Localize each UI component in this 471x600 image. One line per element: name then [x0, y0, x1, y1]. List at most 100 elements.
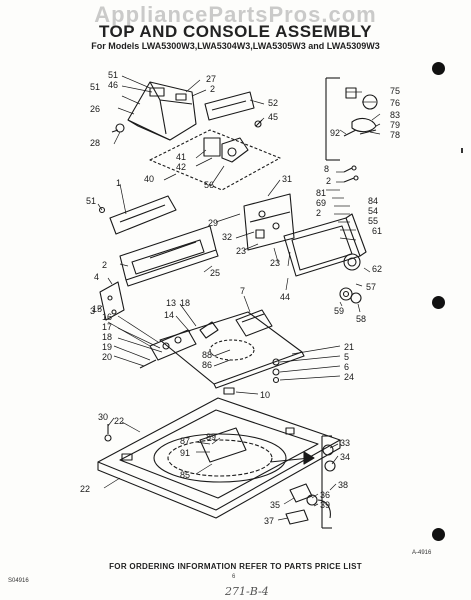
selector-knob-part	[339, 253, 362, 304]
page-number: 6	[232, 574, 236, 580]
callout-36: 36	[320, 490, 330, 500]
callout-13: 13	[166, 298, 176, 308]
callout-46: 46	[108, 80, 118, 90]
callout-14: 14	[164, 310, 174, 320]
callout-10: 10	[260, 390, 270, 400]
diagram-subtitle: For Models LWA5300W3,LWA5304W3,LWA5305W3…	[91, 41, 380, 51]
callout-22-bottom: 22	[80, 484, 90, 494]
screw-part-30	[104, 424, 112, 442]
callout-2-right: 2	[326, 176, 331, 186]
diagram-title: TOP AND CONSOLE ASSEMBLY	[98, 22, 373, 41]
callout-75: 75	[390, 86, 400, 96]
inset-frame	[325, 77, 340, 161]
callout-51-mid: 51	[90, 82, 100, 92]
callout-16: 16	[102, 312, 112, 322]
callout-45: 45	[268, 112, 278, 122]
punch-hole-middle	[432, 296, 445, 309]
callout-51-left: 51	[86, 196, 96, 206]
callout-52: 52	[268, 98, 278, 108]
callout-61: 61	[372, 226, 382, 236]
callout-89: 89	[206, 432, 216, 442]
callout-26: 26	[90, 104, 100, 114]
callout-62: 62	[372, 264, 382, 274]
callout-18-left: 18	[102, 332, 112, 342]
callout-20: 20	[102, 352, 112, 362]
callout-54: 54	[368, 206, 378, 216]
cabinet-top-part	[97, 397, 341, 519]
callout-21: 21	[344, 342, 354, 352]
callout-6: 6	[344, 362, 349, 372]
callout-83: 83	[390, 110, 400, 120]
console-bracket-part	[111, 81, 197, 141]
leader-lines	[97, 75, 381, 521]
lid-handle-part	[235, 309, 273, 337]
callout-57: 57	[366, 282, 376, 292]
control-board-part	[243, 193, 295, 251]
callout-labels: 51 46 27 2 51 26 28 52 45 41 42 40 56 1 …	[80, 70, 400, 526]
callout-1: 1	[116, 178, 121, 188]
callout-22-top: 22	[114, 416, 124, 426]
callout-7: 7	[240, 286, 245, 296]
callout-88: 88	[202, 350, 212, 360]
clip-part-10	[223, 387, 235, 395]
callout-37: 37	[264, 516, 274, 526]
callout-40: 40	[144, 174, 154, 184]
side-bracket-part	[99, 281, 125, 321]
callout-56: 56	[204, 180, 214, 190]
inset-arrowhead	[303, 451, 315, 465]
callout-3: 3	[90, 306, 95, 316]
console-part	[119, 225, 219, 287]
callout-8-right: 8	[324, 164, 329, 174]
watermark-text: AppliancePartsPros.com	[94, 2, 377, 27]
callout-2-top: 2	[210, 84, 215, 94]
callout-24: 24	[344, 372, 354, 382]
callout-25: 25	[210, 268, 220, 278]
callout-15: 15	[92, 304, 102, 314]
page-code: S04916	[8, 578, 29, 584]
door-frame-part	[283, 213, 367, 277]
callout-4: 4	[94, 272, 99, 282]
callout-84: 84	[368, 196, 378, 206]
callout-81: 81	[316, 188, 326, 198]
callout-33: 33	[340, 438, 350, 448]
callout-69: 69	[316, 198, 326, 208]
callout-55: 55	[368, 216, 378, 226]
ordering-info-footer: FOR ORDERING INFORMATION REFER TO PARTS …	[109, 562, 362, 571]
callout-59: 59	[334, 306, 344, 316]
callout-18-top: 18	[180, 298, 190, 308]
callout-78: 78	[390, 130, 400, 140]
callout-38: 38	[338, 480, 348, 490]
fastener-group-right	[343, 165, 359, 183]
grommet-group	[272, 358, 280, 384]
callout-34: 34	[340, 452, 350, 462]
control-panel-part	[98, 195, 177, 235]
handwritten-note: 271-B-4	[225, 585, 269, 598]
callout-44: 44	[280, 292, 290, 302]
callout-29: 29	[208, 218, 218, 228]
callout-39: 39	[320, 500, 330, 510]
callout-28: 28	[90, 138, 100, 148]
callout-32: 32	[222, 232, 232, 242]
callout-58: 58	[356, 314, 366, 324]
diagram-code: A-4916	[412, 550, 432, 556]
callout-86: 86	[202, 360, 212, 370]
callout-87: 87	[180, 436, 190, 446]
punch-hole-bottom	[432, 528, 445, 541]
callout-85: 85	[180, 470, 190, 480]
timer-assembly-part	[149, 119, 281, 191]
callout-9: 91	[180, 448, 190, 458]
lid-lock-components-part	[285, 444, 336, 525]
callout-2-left: 2	[102, 260, 107, 270]
callout-51-top: 51	[108, 70, 118, 80]
callout-23-left: 23	[236, 246, 246, 256]
callout-79: 79	[390, 120, 400, 130]
callout-76: 76	[390, 98, 400, 108]
callout-17: 17	[102, 322, 112, 332]
callout-41: 41	[176, 152, 186, 162]
lid-lock-inset-frame	[321, 435, 332, 529]
callout-30: 30	[98, 412, 108, 422]
callout-5: 5	[344, 352, 349, 362]
callout-19: 19	[102, 342, 112, 352]
